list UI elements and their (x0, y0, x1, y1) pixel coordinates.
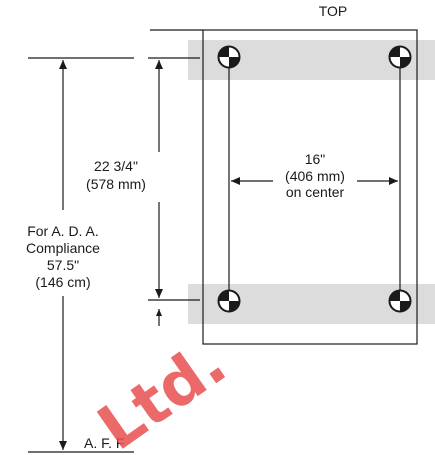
watermark: Ltd. (85, 326, 239, 455)
ada-height-inches: 57.5" (47, 257, 79, 273)
vertical-spacing-inches: 22 3/4" (94, 158, 138, 174)
ada-height-cm: (146 cm) (35, 274, 90, 290)
horizontal-spacing-mm: (406 mm) (285, 168, 345, 184)
mounting-hole-symbol (388, 45, 412, 69)
ada-label-line2: Compliance (26, 240, 100, 256)
top-label: TOP (319, 3, 348, 19)
mounting-hole-symbol (217, 289, 241, 313)
panel-outline (202, 29, 418, 345)
mounting-hole-symbol (217, 45, 241, 69)
mounting-hole-symbol (388, 289, 412, 313)
horizontal-spacing-inches: 16" (305, 151, 326, 167)
vertical-spacing-mm: (578 mm) (86, 176, 146, 192)
horizontal-spacing-note: on center (286, 184, 345, 200)
ada-label-line1: For A. D. A. (27, 223, 99, 239)
floor-label: A. F. F (84, 435, 124, 451)
